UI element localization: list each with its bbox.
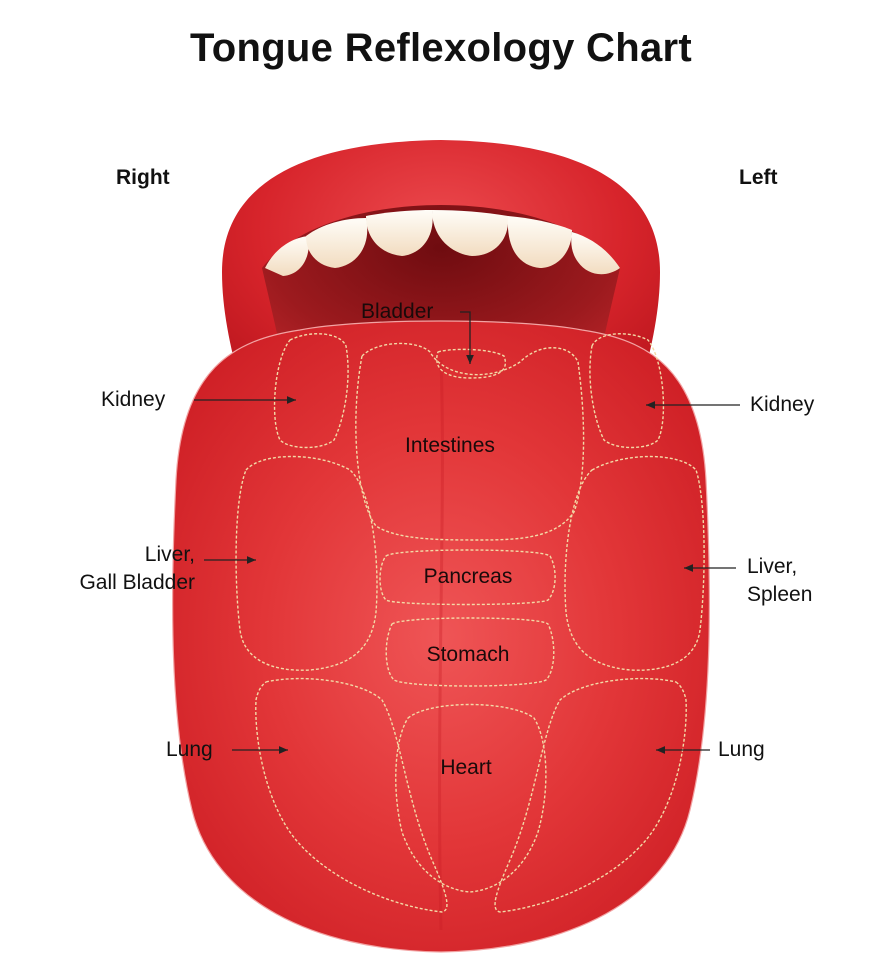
label-liver-spleen: Liver, Spleen — [747, 553, 812, 609]
label-liver-gall-line2: Gall Bladder — [79, 571, 195, 594]
label-pancreas: Pancreas — [423, 565, 513, 588]
zone-heart — [395, 703, 547, 893]
label-liver-spleen-line2: Spleen — [747, 583, 813, 606]
zone-intestines — [355, 342, 585, 541]
label-lung-left: Lung — [718, 738, 765, 761]
zone-kidney-right — [273, 333, 349, 449]
zone-liver-left — [564, 455, 705, 671]
reflex-zones — [235, 333, 705, 913]
tongue — [172, 320, 710, 953]
zone-bladder — [436, 348, 507, 379]
label-lung-right: Lung — [166, 738, 213, 761]
arrow-bladder — [460, 311, 474, 364]
label-stomach: Stomach — [426, 643, 510, 666]
zone-lung-left — [494, 677, 687, 913]
label-bladder: Bladder — [361, 300, 434, 323]
leader-arrows — [194, 311, 740, 754]
zone-stomach — [385, 617, 555, 687]
side-label-right: Right — [116, 166, 170, 189]
label-liver-gall-line1: Liver, — [144, 543, 195, 566]
label-heart: Heart — [440, 756, 492, 779]
label-kidney-left: Kidney — [750, 393, 815, 416]
side-label-left: Left — [739, 166, 778, 189]
label-liver-gall-bladder: Liver, Gall Bladder — [30, 541, 195, 597]
chart-title: Tongue Reflexology Chart — [189, 26, 693, 70]
zone-liver-right — [235, 455, 378, 671]
upper-teeth — [265, 210, 620, 276]
label-intestines: Intestines — [405, 434, 495, 457]
zone-pancreas — [379, 549, 556, 606]
label-kidney-right: Kidney — [101, 388, 166, 411]
label-liver-spleen-line1: Liver, — [747, 555, 798, 578]
zone-lung-right — [255, 677, 448, 913]
